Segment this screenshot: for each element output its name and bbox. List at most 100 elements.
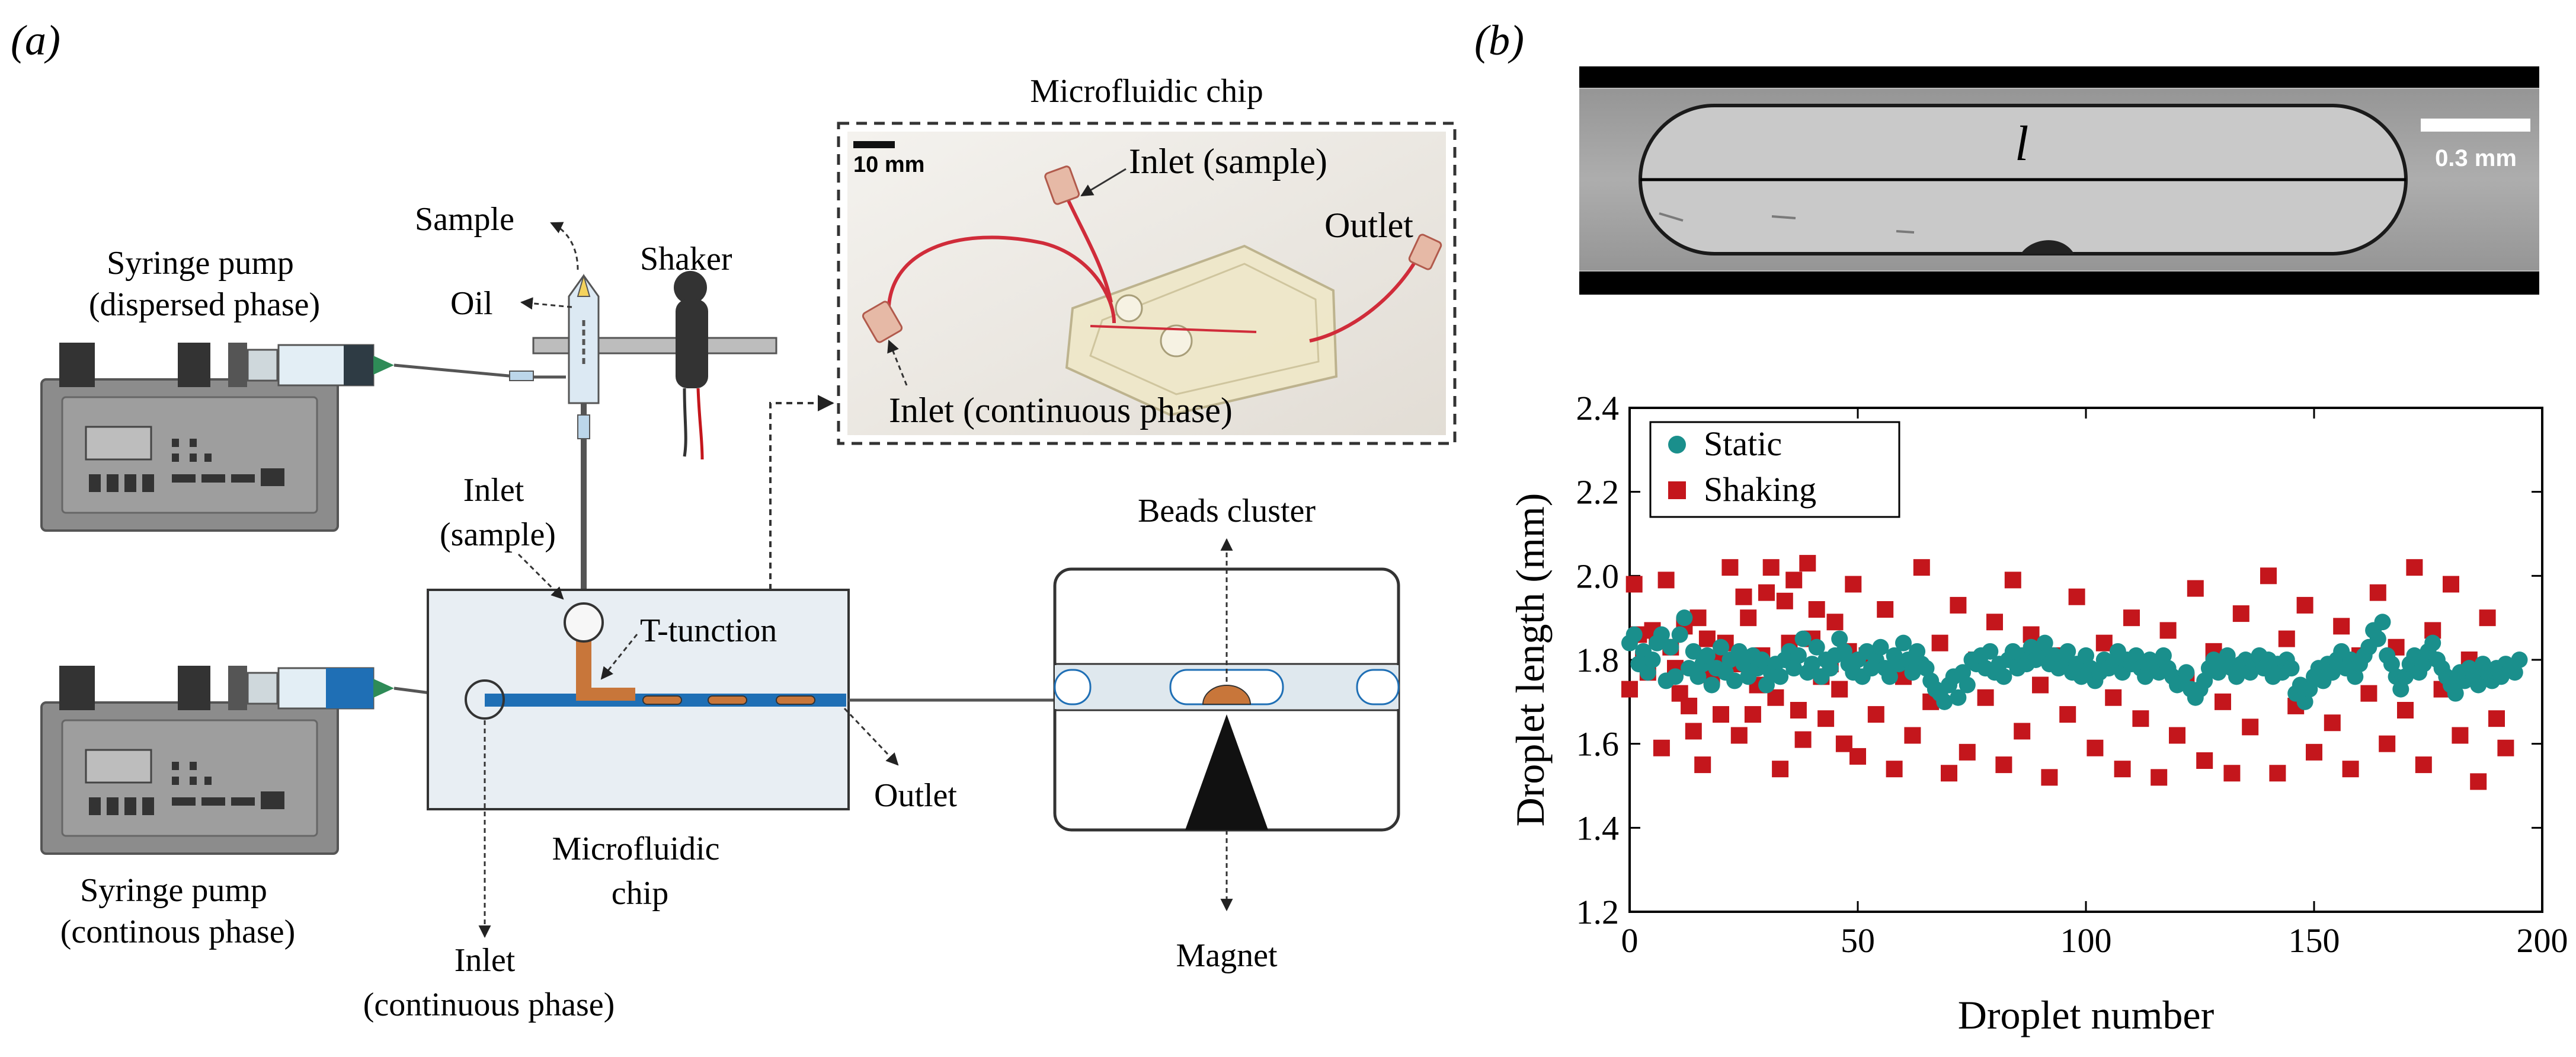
magnet-label: Magnet <box>1176 937 1278 974</box>
shaking-point <box>1886 761 1903 778</box>
pump-bottom-label-2: (continous phase) <box>60 914 296 950</box>
shaking-point <box>1653 739 1670 756</box>
static-point <box>1726 672 1743 689</box>
static-point <box>1662 638 1679 656</box>
shaking-point <box>2123 609 2140 627</box>
shaking-point <box>2105 689 2122 706</box>
shaking-point <box>1730 727 1748 744</box>
shaking-point <box>2342 761 2359 778</box>
shaking-point <box>1713 706 1729 723</box>
syringe-pump-bottom <box>40 666 485 855</box>
shaking-point <box>1849 748 1866 765</box>
legend-static-label: Static <box>1704 424 1782 463</box>
x-tick-label: 50 <box>1841 921 1875 960</box>
shaking-point <box>1959 743 1976 761</box>
shaking-point <box>2324 714 2341 732</box>
shaking-point <box>2479 609 2496 627</box>
shaking-point <box>2242 718 2259 736</box>
static-point <box>2127 647 2145 664</box>
static-point <box>2506 664 2523 681</box>
shaking-point <box>1808 601 1825 618</box>
shaking-point <box>1681 697 1698 714</box>
chip-photo: Microfluidic chip 10 mm Inlet (sample) O… <box>837 73 1457 445</box>
shaking-point <box>1950 596 1967 614</box>
outlet-label: Outlet <box>874 777 957 814</box>
static-point <box>2369 630 2386 647</box>
shaking-point <box>2369 584 2386 601</box>
static-point <box>2383 656 2400 673</box>
chip-schematic <box>427 589 1055 810</box>
x-axis-label: Droplet number <box>1958 992 2215 1037</box>
shaking-point <box>2333 618 2350 635</box>
photo-outlet: Outlet <box>1324 206 1413 245</box>
static-point <box>1785 660 1803 677</box>
static-point <box>1918 660 1935 677</box>
static-point <box>2511 652 2528 668</box>
static-point <box>1982 643 1999 660</box>
shaking-point <box>2397 702 2414 718</box>
shaking-point <box>2032 676 2049 694</box>
static-point <box>2178 664 2195 681</box>
y-axis-label: Droplet length (mm) <box>1508 493 1553 827</box>
shaking-point <box>1685 723 1702 740</box>
panel-b-label: (b) <box>1474 17 1524 64</box>
length-symbol: l <box>2015 116 2028 171</box>
static-point <box>1625 626 1643 643</box>
static-point <box>2424 634 2441 652</box>
y-tick-label: 1.2 <box>1576 893 1620 931</box>
chart-marks <box>1621 555 2528 790</box>
shaking-point <box>1721 559 1739 576</box>
static-point <box>1822 660 1839 677</box>
y-tick-label: 2.2 <box>1576 473 1620 512</box>
shaking-point <box>2187 580 2204 597</box>
shaking-point <box>2406 559 2423 576</box>
shaking-point <box>2488 710 2505 727</box>
svg-text:Syringe pump (continous: Syringe pump (continous phase) <box>60 872 296 950</box>
shaking-point <box>1995 756 2012 774</box>
shaking-point <box>1758 584 1775 601</box>
svg-text:Syringe pump (dispersed: Syringe pump (dispersed phase) <box>89 245 320 323</box>
static-point <box>1895 634 1912 652</box>
shaking-point <box>1831 681 1848 698</box>
y-tick-label: 1.6 <box>1576 725 1620 764</box>
shaking-point <box>1785 571 1803 589</box>
shaking-point <box>2260 567 2277 585</box>
shaking-point <box>2232 605 2249 622</box>
shaking-point <box>2151 769 2168 786</box>
static-point <box>2447 685 2464 702</box>
shaking-point <box>2269 765 2286 782</box>
shaking-point <box>2059 706 2076 723</box>
shaking-point <box>1941 765 1957 782</box>
photo-inlet-sample: Inlet (sample) <box>1129 142 1327 181</box>
static-point <box>2324 664 2341 681</box>
static-point <box>2036 634 2053 652</box>
beads-cluster-label: Beads cluster <box>1138 493 1316 529</box>
static-point <box>2283 660 2300 677</box>
shaking-point <box>2159 622 2177 639</box>
shaking-point <box>1913 559 1930 576</box>
shaking-point <box>2452 727 2469 744</box>
sample-vial <box>532 273 777 593</box>
static-point <box>1644 652 1661 668</box>
shaking-point <box>1625 576 1643 593</box>
static-point <box>2347 668 2364 685</box>
shaking-point <box>1744 706 1761 723</box>
panel-a-label: (a) <box>11 17 60 64</box>
pump-bottom-label-1: Syringe pump <box>80 872 267 909</box>
y-tick-label: 2.0 <box>1576 557 1620 595</box>
shaking-point <box>1799 555 1816 572</box>
y-tick-label: 1.8 <box>1576 641 1620 679</box>
static-point <box>2392 681 2409 698</box>
static-point <box>1639 664 1656 681</box>
shaking-point <box>2068 588 2085 605</box>
photo-scale: 10 mm <box>853 152 924 177</box>
static-point <box>1950 689 1967 706</box>
static-point <box>1790 647 1807 664</box>
legend-static-marker <box>1668 436 1686 454</box>
shaking-point <box>2132 710 2149 727</box>
static-point <box>1676 609 1693 627</box>
shaking-point <box>1740 609 1757 627</box>
photo-title: Microfluidic chip <box>1030 73 1263 110</box>
y-tick-label: 1.4 <box>1576 809 1620 847</box>
shaking-point <box>1877 601 1894 618</box>
